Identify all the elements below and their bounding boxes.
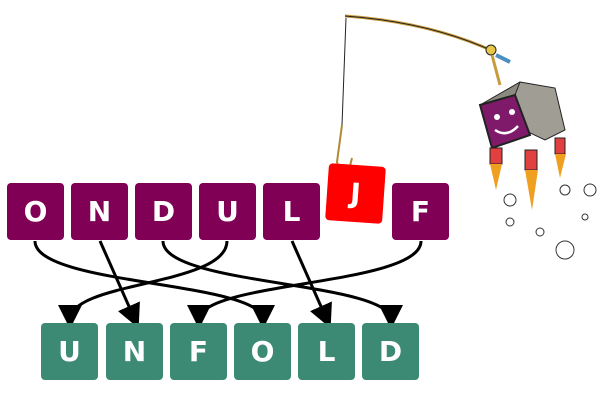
answer-tile-o: O — [234, 323, 291, 380]
hooked-tile-j: J — [325, 163, 386, 224]
answer-tile-u: U — [41, 323, 98, 380]
scrambled-tile-d: D — [135, 183, 192, 240]
scrambled-tile-u: U — [199, 183, 256, 240]
scrambled-tile-l: L — [263, 183, 320, 240]
mapping-arrows — [33, 240, 423, 329]
mapping-arrow — [161, 240, 403, 329]
fishing-rod-icon — [335, 14, 511, 171]
mapping-arrow — [290, 240, 332, 329]
answer-tile-n: N — [106, 323, 163, 380]
mapping-arrow — [98, 240, 140, 329]
answer-tile-f: F — [170, 323, 227, 380]
robot-cube-icon — [478, 81, 597, 260]
mapping-arrow — [33, 240, 275, 329]
scrambled-tile-n: N — [71, 183, 128, 240]
mapping-arrow — [58, 240, 229, 329]
answer-tile-l: L — [298, 323, 355, 380]
mapping-arrow — [187, 240, 423, 329]
scrambled-tile-o: O — [7, 183, 64, 240]
answer-tile-d: D — [362, 323, 419, 380]
scrambled-tile-f: F — [392, 183, 449, 240]
